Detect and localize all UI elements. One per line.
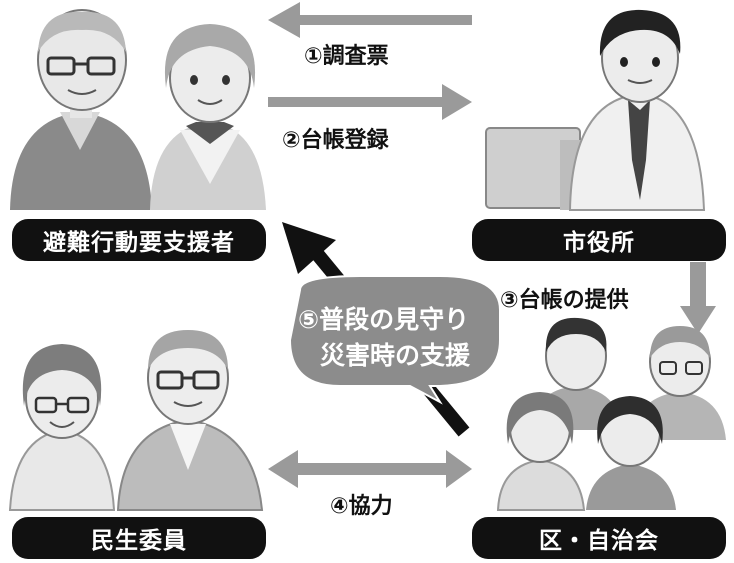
elderly-couple-illustration [10,9,266,210]
step3-provide-label: ③台帳の提供 [500,288,629,313]
community-label: 区・自治会 [472,517,726,559]
arrow-provide [680,262,716,334]
step5-bubble-text: ⑤普段の見守り 災害時の支援 [298,302,470,374]
arrow-survey [268,2,472,38]
step4-cooperate-label: ④協力 [330,494,393,519]
support-bubble [288,275,501,405]
step1-survey-label: ①調査票 [304,44,389,69]
arrow-cooperate [268,450,472,488]
arrow-register [268,84,472,120]
welfare-commissioner-illustration [8,330,264,511]
welfare-commissioner-label: 民生委員 [12,517,266,559]
city-office-label: 市役所 [472,219,726,261]
step5-line2: 災害時の支援 [320,341,471,370]
community-group-illustration [496,317,726,511]
step5-line1: ⑤普段の見守り [298,305,470,334]
step2-register-label: ②台帳登録 [282,128,389,153]
city-office-illustration [485,9,706,211]
supporters-label: 避難行動要支援者 [12,219,266,261]
